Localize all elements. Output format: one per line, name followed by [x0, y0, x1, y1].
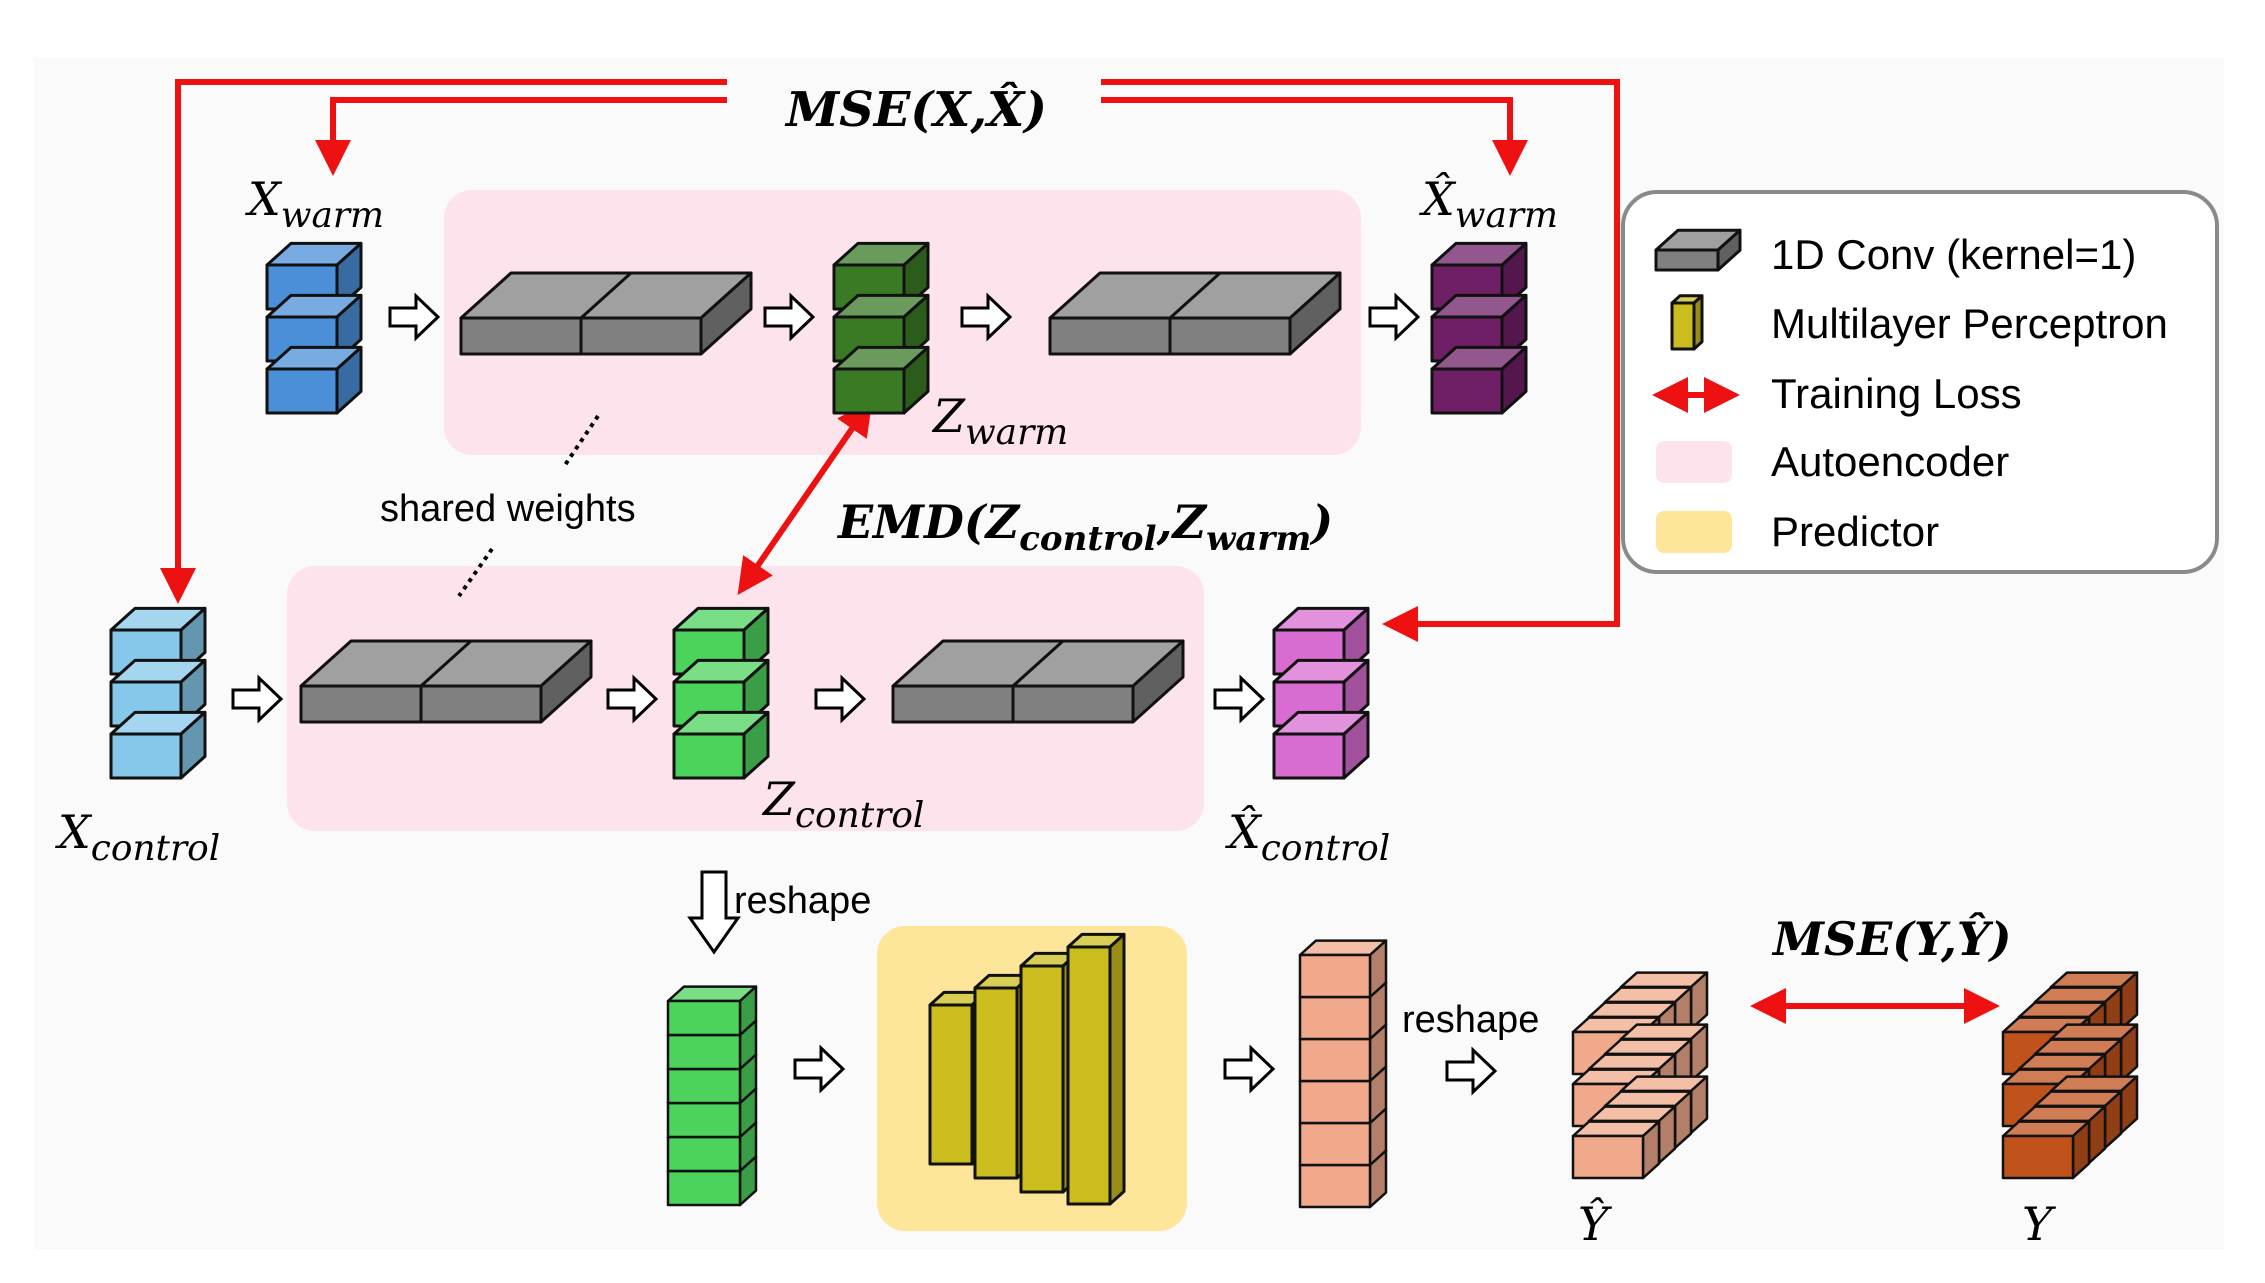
flow-arrow: [960, 292, 1013, 342]
x-hat-warm-block-cube: [1430, 345, 1528, 415]
mse-x-connectors: [160, 79, 1620, 642]
mse-x-label: MSE(X,X̂): [784, 80, 1047, 138]
y-grid: [2001, 971, 2139, 1180]
decoder-conv-warm-divider-top: [1168, 271, 1222, 320]
reshape-label-1: reshape: [734, 880, 871, 922]
encoder-conv-warm: [459, 271, 753, 356]
legend-label: 1D Conv (kernel=1): [1771, 231, 2136, 278]
z-control-block: [672, 606, 770, 780]
encoder-conv-warm-divider-top: [579, 271, 633, 320]
conv1d-block-icon: [1654, 228, 1742, 272]
flow-arrow: [388, 292, 441, 342]
z-warm-label-base: Z: [931, 389, 966, 443]
x-hat-control-block-cube: [1272, 710, 1370, 780]
x-hat-warm-label-base: X̂: [1419, 172, 1457, 226]
decoder-conv-control: [891, 639, 1185, 724]
x-warm-block: [265, 241, 363, 415]
z-control-label: Zcontrol: [761, 772, 924, 836]
emd-label-close: ): [1309, 495, 1333, 549]
reshape-down-arrow: [687, 870, 741, 955]
legend-box: [1621, 190, 2219, 574]
encoder-conv-control-divider-top: [419, 639, 473, 688]
x-control-label: Xcontrol: [55, 805, 220, 869]
autoencoder-swatch: [1656, 441, 1732, 483]
flow-arrow: [763, 292, 816, 342]
shared-weights-label: shared weights: [380, 488, 636, 530]
legend-label: Training Loss: [1771, 370, 2022, 417]
mlp-stack: [928, 932, 1126, 1206]
legend-mlp-icon: [1670, 294, 1704, 351]
legend-predictor-swatch: [1656, 511, 1732, 553]
flow-arrow: [814, 674, 867, 724]
legend-label: Predictor: [1771, 508, 1939, 555]
z-warm-label-sub: warm: [965, 412, 1068, 453]
legend-conv-icon: [1654, 228, 1742, 272]
decoder-conv-warm-slab: [1048, 271, 1342, 356]
z-reshaped-column: [666, 985, 758, 1207]
flow-arrow: [606, 674, 659, 724]
x-warm-block-cube: [265, 345, 363, 415]
reshape-label-2: reshape: [1402, 999, 1539, 1041]
x-warm-label-sub: warm: [281, 195, 384, 236]
x-hat-control-block: [1272, 606, 1370, 780]
z-warm-block: [832, 241, 930, 415]
y-hat-grid-cell: [1571, 1120, 1661, 1180]
emd-loss-arrow: [737, 399, 873, 595]
y-hat-column: [1298, 939, 1388, 1209]
mlp-bar: [1066, 932, 1126, 1206]
emd-label-sub2: warm: [1206, 519, 1311, 559]
emd-label-sub1: control: [1019, 519, 1156, 559]
x-control-label-sub: control: [91, 828, 220, 869]
y-label: Y: [2022, 1197, 2057, 1251]
emd-label: EMD(Zcontrol,Zwarm): [836, 495, 1333, 559]
y-hat-label: Ŷ: [1578, 1196, 1613, 1251]
flow-arrow: [793, 1044, 846, 1094]
y-hat-cell: [1298, 939, 1388, 999]
shared-weights-dots-bottom: [457, 547, 494, 598]
x-warm-label: Xwarm: [245, 172, 384, 236]
z-control-label-base: Z: [761, 772, 796, 826]
decoder-conv-warm: [1048, 271, 1342, 356]
encoder-conv-warm-slab: [459, 271, 753, 356]
x-hat-warm-block: [1430, 241, 1528, 415]
flow-arrow: [1368, 292, 1421, 342]
flow-arrow: [1223, 1044, 1276, 1094]
y-hat-grid: [1571, 971, 1709, 1180]
flow-arrow: [1213, 674, 1266, 724]
legend-autoencoder-swatch: [1656, 441, 1732, 483]
z-control-label-sub: control: [795, 795, 924, 836]
legend-label: Autoencoder: [1771, 438, 2009, 485]
y-grid-cell: [2001, 1120, 2091, 1180]
predictor-swatch: [1656, 511, 1732, 553]
x-hat-control-label: X̂control: [1225, 805, 1390, 869]
decoder-conv-control-divider-top: [1011, 639, 1065, 688]
shared-weights-dots-top: [561, 414, 600, 470]
z-control-block-cube: [672, 710, 770, 780]
legend-label: Multilayer Perceptron: [1771, 300, 2168, 347]
mse-y-label: MSE(Y,Ŷ): [1771, 911, 2012, 966]
x-hat-warm-label-sub: warm: [1455, 195, 1558, 236]
x-hat-warm-label: X̂warm: [1419, 172, 1558, 236]
encoder-conv-control: [299, 639, 593, 724]
z-warm-label: Zwarm: [931, 389, 1068, 453]
emd-label-main: EMD(Z: [836, 495, 1021, 549]
x-control-block-cube: [109, 710, 207, 780]
x-control-label-base: X: [55, 805, 93, 859]
x-control-block: [109, 606, 207, 780]
flow-arrow: [231, 674, 284, 724]
flow-arrow: [1445, 1046, 1498, 1096]
z-warm-block-cube: [832, 345, 930, 415]
decoder-conv-control-slab: [891, 639, 1185, 724]
x-warm-block-cube: [265, 241, 363, 311]
mlp-bar-icon: [1670, 294, 1704, 351]
x-hat-control-label-sub: control: [1261, 828, 1390, 869]
encoder-conv-control-slab: [299, 639, 593, 724]
x-warm-label-base: X: [245, 172, 283, 226]
x-hat-control-label-base: X̂: [1225, 805, 1263, 859]
emd-label-sep: ,Z: [1156, 495, 1208, 549]
z-reshaped-cell: [666, 985, 758, 1037]
